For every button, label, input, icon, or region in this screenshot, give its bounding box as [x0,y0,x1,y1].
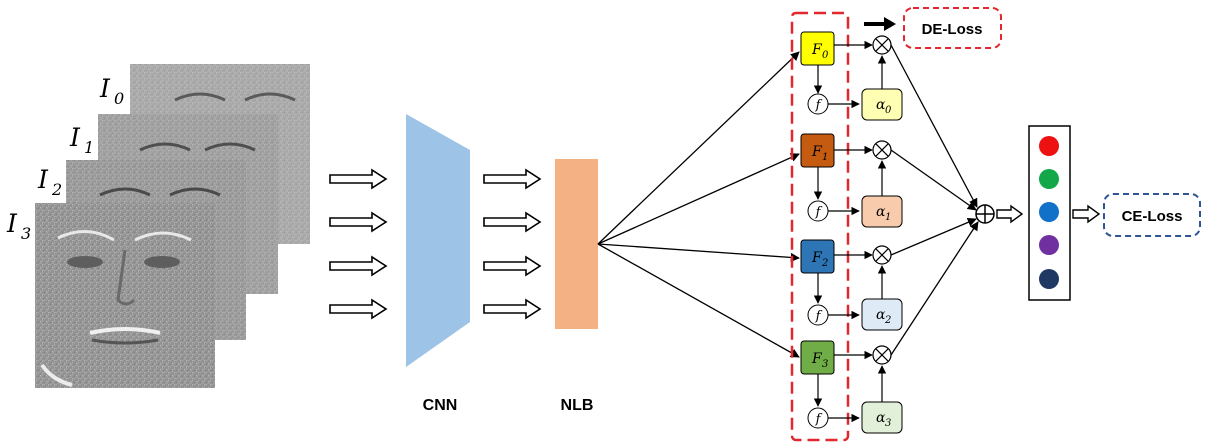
nlb-block [555,159,598,329]
multiply-node-3 [872,345,892,365]
svg-text:I: I [99,74,111,103]
arrow-to-f0 [597,51,800,245]
svg-text:3: 3 [885,418,891,429]
de-loss-box [903,7,1002,49]
class-dot [1039,269,1059,289]
cnn-label: CNN [423,397,458,414]
arrow-to-f3 [597,243,800,358]
hollow-arrow [329,168,388,190]
to-sum-arrows [890,44,979,356]
branch-1: F 1 f α 1 [800,133,903,228]
svg-text:F: F [811,144,823,160]
de-loss-label: DE-Loss [922,21,983,38]
svg-text:F: F [811,42,823,58]
hollow-arrow [483,255,542,277]
class-dot [1039,136,1059,156]
hollow-arrow [329,211,388,233]
frame-label-2: I 2 [37,165,62,199]
ce-loss-label: CE-Loss [1122,208,1183,225]
class-dot [1039,169,1059,189]
svg-text:f: f [815,412,823,427]
feature-group-box [790,11,850,442]
svg-text:f: f [815,309,823,324]
svg-text:I: I [37,165,49,194]
ce-loss-box [1103,193,1201,237]
frame-3 [35,203,215,388]
svg-text:α: α [876,204,886,220]
input-frames: I 0 I 1 I 2 I 3 [6,64,310,388]
de-loss-arrow [864,17,896,31]
class-dots [1039,136,1059,289]
hollow-arrow [483,211,542,233]
frame-label-1: I 1 [69,123,94,157]
branch-0: F 0 f α 0 [800,31,903,121]
multiply-node-1 [872,140,892,160]
svg-text:α: α [876,410,886,426]
svg-text:2: 2 [51,180,62,199]
hollow-arrow-to-output [996,204,1024,224]
svg-text:2: 2 [821,258,828,269]
svg-text:1: 1 [84,138,94,157]
arrow-to-f2 [597,243,800,262]
svg-text:3: 3 [822,359,828,370]
svg-text:3: 3 [21,224,31,243]
multiply-node-0 [872,35,892,55]
svg-text:F: F [811,351,823,367]
hollow-arrow [329,255,388,277]
sum-node [975,204,995,224]
hollow-arrows-to-nlb [483,168,542,320]
svg-text:1: 1 [822,152,828,163]
svg-text:0: 0 [822,50,829,61]
svg-text:α: α [876,97,886,113]
svg-text:2: 2 [884,315,891,326]
svg-text:f: f [815,98,823,113]
svg-text:1: 1 [885,212,891,223]
branch-2: F 2 f α 2 [800,239,903,331]
svg-text:α: α [876,307,886,323]
nlb-to-f-arrows [597,51,800,358]
hollow-arrows-to-cnn [329,168,388,320]
hollow-arrow-to-ce [1072,204,1101,224]
class-dot [1039,202,1059,222]
hollow-arrow [483,298,542,320]
svg-text:I: I [6,209,18,238]
svg-text:0: 0 [114,89,124,108]
arrow-to-f1 [597,153,800,245]
frame-label-0: I 0 [99,74,124,108]
branch-3: F 3 f α 3 [800,340,903,434]
multiply-node-2 [872,245,892,265]
svg-text:f: f [815,205,823,220]
frame-label-3: I 3 [6,209,31,243]
svg-text:I: I [69,123,81,152]
svg-text:F: F [811,250,823,266]
hollow-arrow [329,298,388,320]
hollow-arrow [483,168,542,190]
cnn-block [406,114,470,367]
nlb-label: NLB [561,397,594,414]
svg-text:0: 0 [885,105,892,116]
class-dot [1039,235,1059,255]
